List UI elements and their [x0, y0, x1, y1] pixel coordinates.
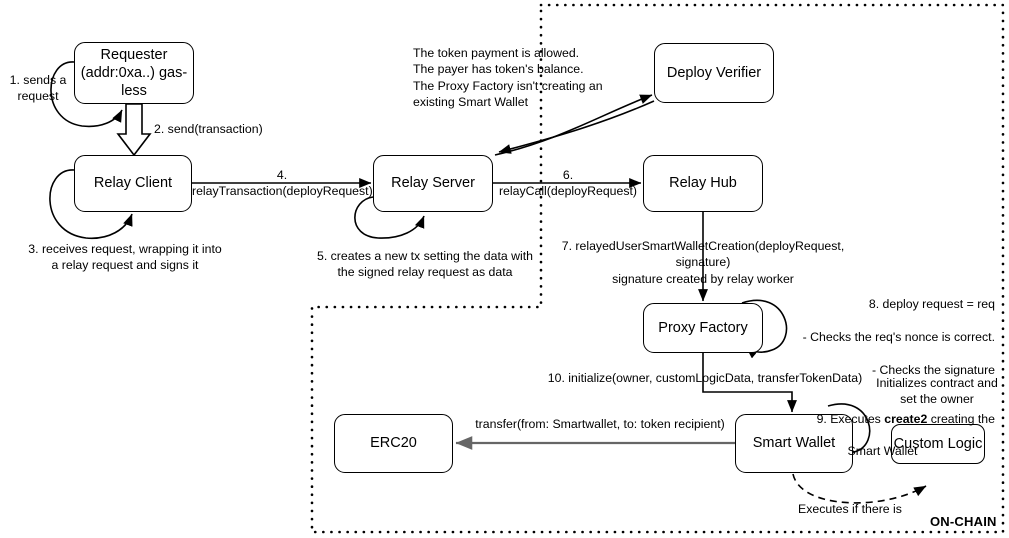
annotation-step-3: 3. receives request, wrapping it into a … — [28, 242, 222, 273]
annotation-step-9-suffix: creating the — [927, 411, 995, 426]
annotation-step-6: 6. relayCall(deployRequest) — [498, 168, 638, 199]
node-relay-server[interactable]: Relay Server — [373, 155, 493, 212]
annotation-step-8-line-2: - Checks the req's nonce is correct. — [802, 330, 995, 345]
annotation-executes-if-there-is: Executes if there is — [798, 502, 902, 516]
annotation-step-9-keyword: create2 — [884, 411, 928, 426]
annotation-step-1: 1. sends a request — [9, 73, 67, 104]
annotation-step-2: 2. send(transaction) — [154, 122, 263, 136]
arrow-send-transaction — [116, 103, 152, 157]
annotation-step-8-9: 8. deploy request = req - Checks the req… — [770, 280, 995, 476]
annotation-step-9-line-1: 9. Executes create2 creating the — [770, 394, 995, 427]
node-relay-hub-label: Relay Hub — [669, 175, 737, 192]
node-relay-hub[interactable]: Relay Hub — [643, 155, 763, 212]
node-smart-wallet[interactable]: Smart Wallet — [735, 414, 853, 473]
annotation-step-9-prefix: 9. Executes — [816, 411, 885, 426]
annotation-step-10: 10. initialize(owner, customLogicData, t… — [547, 371, 863, 385]
node-relay-server-label: Relay Server — [391, 175, 475, 192]
annotation-step-7: 7. relayedUserSmartWalletCreation(deploy… — [561, 239, 845, 286]
node-relay-client-label: Relay Client — [93, 175, 173, 192]
annotation-step-8-line-3: - Checks the signature — [871, 362, 995, 377]
self-loop-relay-server — [354, 196, 425, 239]
node-erc20-label: ERC20 — [370, 435, 417, 452]
node-relay-client[interactable]: Relay Client — [74, 155, 192, 212]
annotation-initializes-contract: Initializes contract and set the owner — [876, 376, 998, 407]
arrow-initialize — [702, 352, 797, 413]
node-deploy-verifier[interactable]: Deploy Verifier — [654, 43, 774, 103]
node-smart-wallet-label: Smart Wallet — [752, 435, 836, 452]
on-chain-label: ON-CHAIN — [930, 514, 997, 529]
annotation-step-9-line-2: Smart Wallet — [847, 444, 918, 459]
annotation-step-4: 4. relayTransaction(deployRequest) — [192, 168, 373, 199]
node-requester-label: Requester (addr:0xa..) gas-less — [80, 46, 188, 100]
annotation-transfer: transfer(from: Smartwallet, to: token re… — [475, 417, 725, 431]
node-deploy-verifier-label: Deploy Verifier — [666, 64, 762, 81]
node-erc20[interactable]: ERC20 — [334, 414, 453, 473]
node-requester[interactable]: Requester (addr:0xa..) gas-less — [74, 42, 194, 104]
node-custom-logic-label: Custom Logic — [893, 435, 983, 452]
arrow-executes-custom-logic — [792, 473, 927, 504]
annotation-step-5: 5. creates a new tx setting the data wit… — [316, 249, 533, 280]
annotation-step-8-line-1: 8. deploy request = req — [868, 297, 995, 312]
arrow-server-to-verifier — [494, 94, 653, 156]
node-custom-logic[interactable]: Custom Logic — [891, 424, 985, 464]
node-proxy-factory[interactable]: Proxy Factory — [643, 303, 763, 353]
annotation-verifier-conditions: The token payment is allowed. The payer … — [413, 46, 603, 110]
self-loop-requester — [50, 61, 123, 128]
node-proxy-factory-label: Proxy Factory — [658, 319, 748, 336]
on-chain-boundary — [310, 3, 1005, 534]
self-loop-relay-client — [49, 169, 133, 239]
arrow-verifier-to-server — [498, 100, 655, 154]
